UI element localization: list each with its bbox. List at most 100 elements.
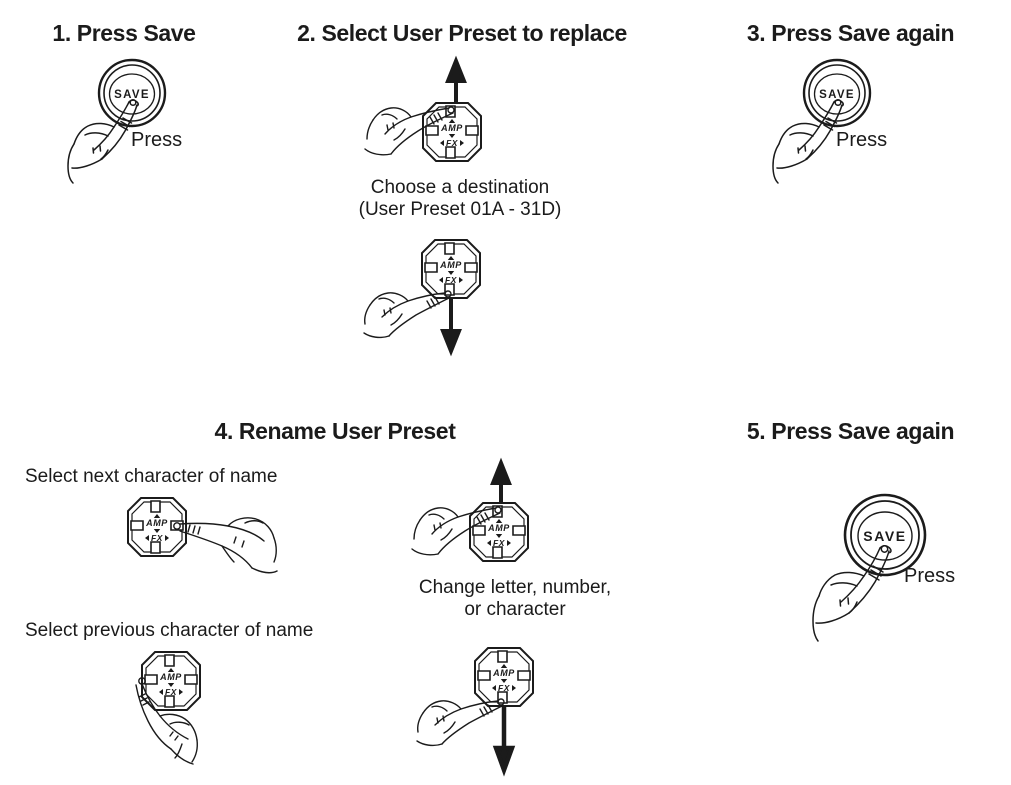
dpad-fx-label: FX bbox=[151, 533, 164, 543]
dpad-amp-label: AMP bbox=[492, 668, 515, 678]
hand-pointing-icon bbox=[173, 517, 278, 574]
dpad-up-triangle-icon bbox=[500, 664, 508, 668]
dpad-down-triangle-icon bbox=[167, 683, 175, 687]
dpad-right-triangle-icon bbox=[165, 535, 169, 541]
dpad-amp-label: AMP bbox=[145, 518, 168, 528]
dpad-control[interactable]: AMP FX bbox=[469, 502, 529, 562]
hand-pointing-icon bbox=[416, 698, 505, 747]
dpad-key-right bbox=[464, 262, 478, 273]
step-2-heading: 2. Select User Preset to replace bbox=[297, 20, 627, 46]
dpad-key-up bbox=[444, 242, 455, 255]
dpad-left-triangle-icon bbox=[159, 689, 163, 695]
dpad-key-down bbox=[445, 146, 456, 159]
step-2-caption: Choose a destination (User Preset 01A - … bbox=[290, 177, 630, 222]
dpad-key-up bbox=[150, 500, 161, 513]
dpad-key-left bbox=[477, 670, 491, 681]
dpad-key-left bbox=[424, 262, 438, 273]
step-4-caption-line-2: or character bbox=[464, 599, 566, 621]
dpad-key-down bbox=[150, 541, 161, 554]
dpad-fx-label: FX bbox=[445, 275, 458, 285]
dpad-down-triangle-icon bbox=[153, 529, 161, 533]
dpad-up-triangle-icon bbox=[153, 514, 161, 518]
save-knob[interactable] bbox=[843, 493, 927, 577]
step-4-caption: Change letter, number, or character bbox=[375, 577, 655, 622]
dpad-key-down bbox=[492, 546, 503, 559]
dpad-up-triangle-icon bbox=[167, 668, 175, 672]
step-1-heading: 1. Press Save bbox=[52, 20, 196, 46]
dpad-control[interactable]: AMP FX bbox=[421, 239, 481, 299]
dpad-key-left bbox=[425, 125, 439, 136]
hand-pointing-icon bbox=[363, 290, 452, 339]
dpad-key-left bbox=[472, 525, 486, 536]
dpad-control[interactable]: AMP FX bbox=[474, 647, 534, 707]
dpad-down-triangle-icon bbox=[495, 534, 503, 538]
dpad-control[interactable]: AMP FX bbox=[141, 651, 201, 711]
dpad-key-right bbox=[517, 670, 531, 681]
step-4-illustration-next: AMP FX bbox=[120, 492, 350, 612]
step-4-illustration-up: AMP FX bbox=[400, 455, 620, 580]
dpad-down-triangle-icon bbox=[448, 134, 456, 138]
save-knob-label: SAVE bbox=[863, 528, 907, 544]
step-1-illustration: SAVE bbox=[30, 58, 240, 184]
hand-pointing-icon bbox=[411, 506, 502, 556]
dpad-key-down bbox=[164, 695, 175, 708]
dpad-control[interactable]: AMP FX bbox=[127, 497, 187, 557]
step-2-illustration-up: AMP FX bbox=[345, 55, 545, 175]
dpad-left-triangle-icon bbox=[440, 140, 444, 146]
dpad-down-triangle-icon bbox=[500, 679, 508, 683]
arrow-down-icon bbox=[492, 706, 516, 777]
step-1-press-label: Press bbox=[131, 129, 183, 151]
dpad-keys[interactable] bbox=[477, 650, 531, 704]
step-4-previous-label: Select previous character of name bbox=[25, 620, 314, 641]
step-4-next-label: Select next character of name bbox=[25, 466, 278, 487]
arrow-down-icon bbox=[440, 297, 462, 357]
dpad-key-down bbox=[444, 283, 455, 296]
step-4-illustration-down: AMP FX bbox=[400, 640, 620, 785]
step-4-heading: 4. Rename User Preset bbox=[214, 418, 456, 444]
dpad-keys[interactable] bbox=[425, 105, 479, 159]
step-2-illustration-down: AMP FX bbox=[350, 235, 550, 360]
step-5-illustration: SAVE bbox=[800, 493, 1011, 642]
step-4-caption-line-1: Change letter, number, bbox=[418, 577, 612, 598]
dpad-key-up bbox=[164, 654, 175, 667]
step-2-caption-line-1: Choose a destination bbox=[370, 177, 550, 198]
dpad-left-triangle-icon bbox=[439, 277, 443, 283]
dpad-right-triangle-icon bbox=[507, 540, 511, 546]
dpad-keys[interactable] bbox=[424, 242, 478, 296]
dpad-key-right bbox=[465, 125, 479, 136]
dpad-up-triangle-icon bbox=[495, 519, 503, 523]
dpad-right-triangle-icon bbox=[460, 140, 464, 146]
step-2-caption-line-2: (User Preset 01A - 31D) bbox=[358, 199, 562, 221]
hand-pointing-icon bbox=[772, 98, 844, 184]
dpad-key-down bbox=[497, 691, 508, 704]
save-knob[interactable] bbox=[802, 58, 872, 128]
hand-pointing-icon bbox=[135, 677, 198, 765]
step-5-heading: 5. Press Save again bbox=[746, 418, 955, 444]
step-3-heading: 3. Press Save again bbox=[746, 20, 955, 46]
dpad-amp-label: AMP bbox=[439, 260, 462, 270]
dpad-down-triangle-icon bbox=[447, 271, 455, 275]
dpad-key-right bbox=[512, 525, 526, 536]
dpad-control[interactable]: AMP FX bbox=[422, 102, 482, 162]
hand-pointing-icon bbox=[364, 106, 455, 156]
dpad-fx-label: FX bbox=[498, 683, 511, 693]
step-5-press-label: Press bbox=[904, 565, 956, 587]
save-knob[interactable] bbox=[97, 58, 167, 128]
dpad-right-triangle-icon bbox=[179, 689, 183, 695]
step-4-illustration-previous: AMP FX bbox=[100, 648, 330, 778]
dpad-left-triangle-icon bbox=[492, 685, 496, 691]
dpad-key-up bbox=[497, 650, 508, 663]
dpad-fx-label: FX bbox=[446, 138, 459, 148]
dpad-right-triangle-icon bbox=[512, 685, 516, 691]
hand-pointing-icon bbox=[67, 98, 139, 184]
dpad-fx-label: FX bbox=[165, 687, 178, 697]
dpad-amp-label: AMP bbox=[440, 123, 463, 133]
dpad-amp-label: AMP bbox=[487, 523, 510, 533]
save-knob-label: SAVE bbox=[819, 89, 855, 101]
dpad-up-triangle-icon bbox=[447, 256, 455, 260]
dpad-left-triangle-icon bbox=[487, 540, 491, 546]
dpad-left-triangle-icon bbox=[145, 535, 149, 541]
dpad-fx-label: FX bbox=[493, 538, 506, 548]
dpad-right-triangle-icon bbox=[459, 277, 463, 283]
